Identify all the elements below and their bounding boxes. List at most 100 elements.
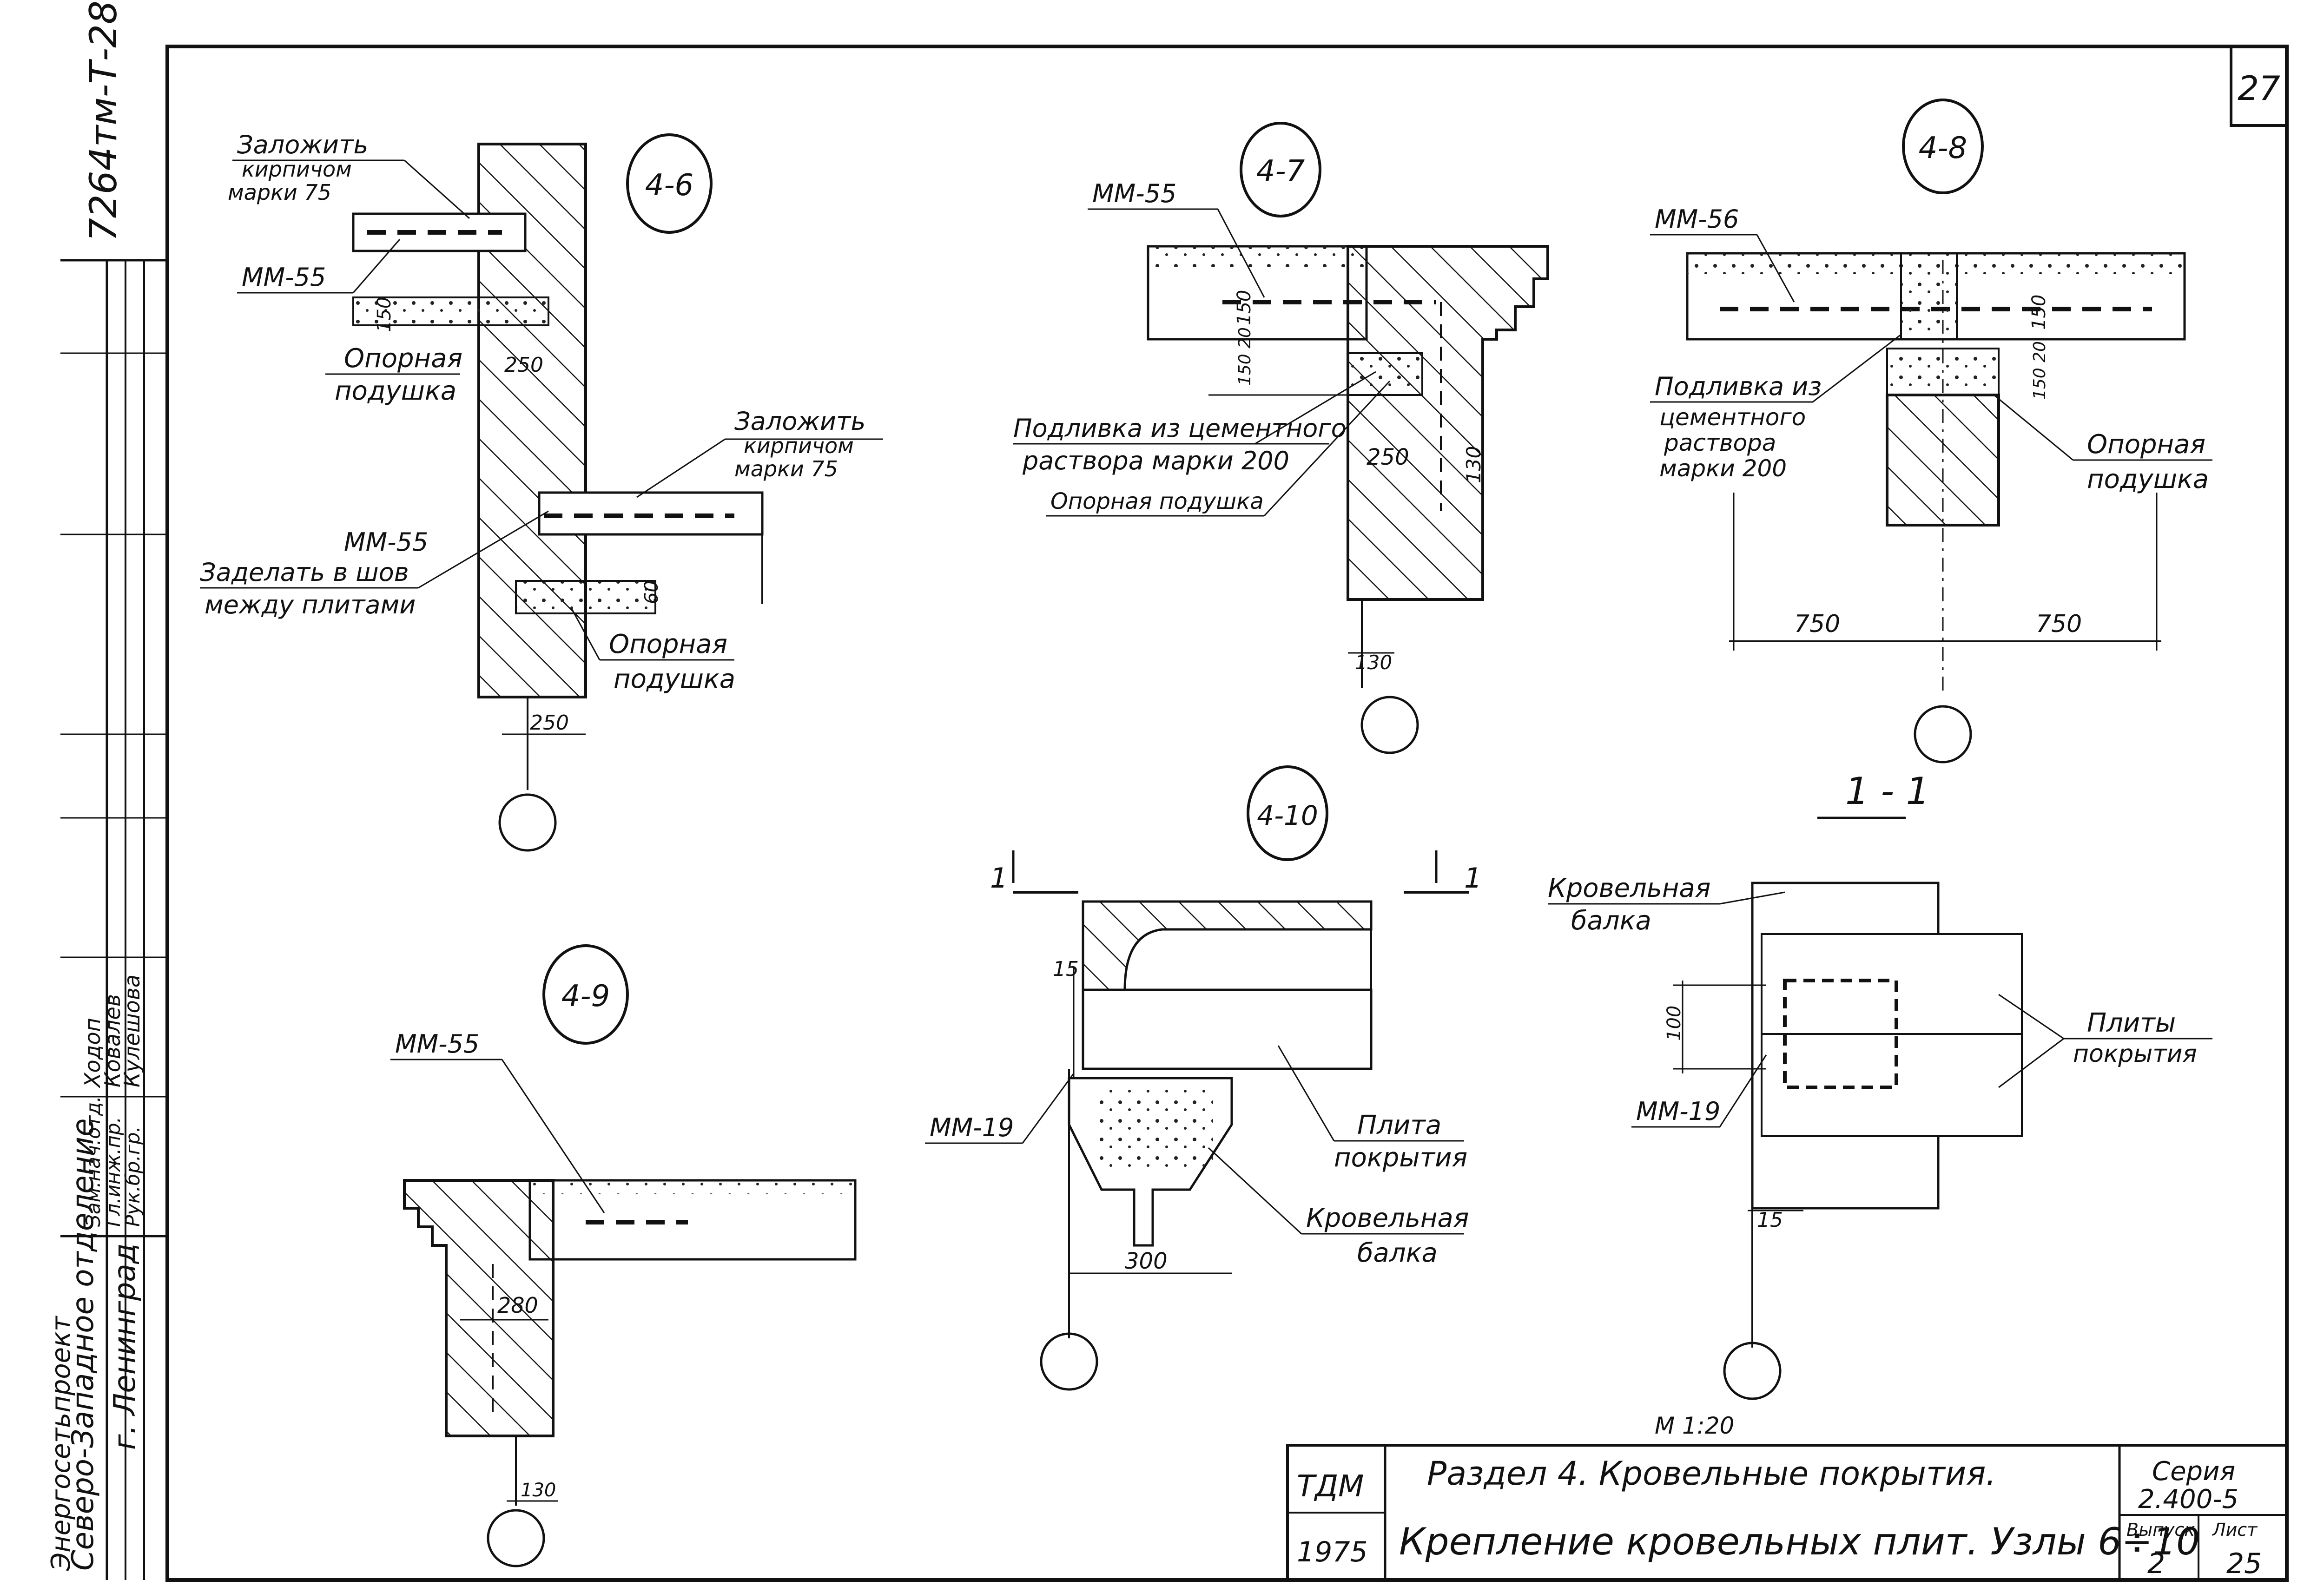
tb-org: ТДМ <box>1297 1469 1364 1504</box>
sheet-frame: 27 <box>165 45 2289 1582</box>
stamp-name-3: Кулешова <box>119 974 145 1087</box>
tb-sheet-value: 25 <box>2226 1547 2262 1580</box>
n46-top-label-1: Заложить <box>237 130 368 159</box>
node-4-6-id: 4-6 <box>645 168 694 203</box>
stamp-name-2: Ковалев <box>100 994 125 1087</box>
scale-label: M 1:20 <box>1655 1412 1734 1439</box>
n46-right-label-1: Заложить <box>734 407 865 436</box>
side-stamp: 7264тм-Т-28 Северо-Западное отделение г.… <box>46 0 167 1580</box>
n410-dim-300: 300 <box>1125 1248 1168 1274</box>
n48-grout-1: Подливка из <box>1655 372 1822 401</box>
n48-dim-150-20: 150 20 <box>2030 341 2049 400</box>
node-4-6-marker <box>626 133 713 234</box>
s11-slab-bottom <box>1761 1033 2023 1137</box>
stamp-role-3: Рук.бр.гр. <box>121 1126 144 1227</box>
n46-cushion-bottom-2: подушка <box>614 664 735 694</box>
n47-dim-150: 150 <box>1234 290 1255 325</box>
tb-line1: Раздел 4. Кровельные покрытия. <box>1427 1455 1996 1493</box>
n49-mm: ММ-55 <box>395 1029 479 1059</box>
tb-series-value: 2.400-5 <box>2138 1484 2238 1514</box>
node-4-8-id: 4-8 <box>1919 131 1967 165</box>
s11-mm: ММ-19 <box>1636 1097 1720 1126</box>
n46-right-label-3: марки 75 <box>734 456 838 481</box>
n49-dim-130: 130 <box>521 1480 556 1501</box>
n46-mm-top: ММ-55 <box>242 263 326 292</box>
n410-slab-1: Плита <box>1357 1110 1441 1140</box>
n47-dim-130-side: 130 <box>1462 446 1485 483</box>
n46-dim-250-bottom: 250 <box>530 711 569 735</box>
n46-cushion-bottom-1: Опорная <box>609 629 727 659</box>
page-number: 27 <box>2238 69 2280 108</box>
s11-id: 1 - 1 <box>1845 770 1930 813</box>
node-4-8: 4-8 750 750 150 150 20 ММ-56 Подливка из… <box>1650 99 2212 764</box>
n47-dim-150-20: 150 20 <box>1235 327 1254 386</box>
node-4-10-id: 4-10 <box>1257 800 1318 831</box>
n410-slab-2: покрытия <box>1334 1143 1467 1173</box>
node-4-7-marker <box>1240 122 1321 217</box>
n48-dim-right: 750 <box>2036 610 2082 638</box>
n410-mm: ММ-19 <box>930 1113 1014 1142</box>
tb-sheet-label: Лист <box>2212 1520 2258 1540</box>
n46-seam-2: между плитами <box>205 590 416 619</box>
section-1-1: 1 - 1 100 15 Кровельная балка Плиты покр… <box>1548 770 2212 1400</box>
title-block: M 1:20 ТДМ 1975 Раздел 4. Кровельные пок… <box>1286 1412 2288 1581</box>
stamp-role-1: Зам.нач.отд. <box>82 1096 105 1227</box>
node-4-7-id: 4-7 <box>1256 154 1305 189</box>
n48-dim-left: 750 <box>1794 610 1840 638</box>
n48-grout-3: раствора <box>1664 429 1776 456</box>
stamp-org-partial: Энергосетьпроект <box>46 1316 76 1571</box>
tb-line2: Крепление кровельных плит. Узлы 6÷10 <box>1399 1520 2200 1563</box>
stamp-org-line2: г. Ленинград <box>108 1243 142 1450</box>
s11-beam-2: балка <box>1571 906 1651 936</box>
n47-cushion: Опорная подушка <box>1050 488 1264 514</box>
n47-dim-130-bottom: 130 <box>1355 651 1392 674</box>
n46-top-label-3: марки 75 <box>228 180 331 205</box>
stamp-name-1: Ходоп <box>80 1018 105 1088</box>
n47-grout-2: раствора марки 200 <box>1022 446 1289 475</box>
n410-beam-2: балка <box>1357 1238 1438 1268</box>
s11-slabs-2: покрытия <box>2073 1040 2197 1068</box>
node-4-10-slab <box>1082 900 1373 991</box>
node-4-9-marker <box>542 944 629 1045</box>
tb-issue-value: 2 <box>2147 1547 2165 1580</box>
n48-grout-4: марки 200 <box>1659 455 1787 482</box>
doc-code: 7264тм-Т-28 <box>82 0 125 242</box>
s11-dim-100: 100 <box>1664 1006 1685 1041</box>
node-4-9-id: 4-9 <box>561 979 610 1014</box>
n46-dim-150: 150 <box>374 297 395 332</box>
n48-grout-2: цементного <box>1659 404 1806 431</box>
n47-grout-1: Подливка из цементного <box>1013 414 1347 443</box>
n46-cushion-top-1: Опорная <box>344 343 462 374</box>
n47-dim-250: 250 <box>1367 444 1409 470</box>
n48-cushion-2: подушка <box>2087 464 2209 494</box>
s11-slab-top <box>1761 933 2023 1035</box>
n48-cushion-1: Опорная <box>2087 429 2205 460</box>
n46-cushion-top-2: подушка <box>335 376 456 406</box>
n410-dim-15: 15 <box>1053 957 1079 981</box>
n47-mm: ММ-55 <box>1092 179 1176 208</box>
node-4-7: 4-7 ММ-55 150 150 20 Подливка из цементн… <box>1013 122 1549 754</box>
n410-cut-left: 1 <box>990 862 1008 895</box>
stamp-role-2: Гл.инж.пр. <box>102 1117 125 1227</box>
node-4-7-wall <box>1347 245 1549 601</box>
s11-dim-15: 15 <box>1757 1208 1783 1232</box>
n46-mm-mid: ММ-55 <box>344 527 428 557</box>
node-4-10-marker <box>1247 765 1328 861</box>
tb-year: 1975 <box>1297 1536 1368 1568</box>
s11-slabs-1: Плиты <box>2087 1008 2176 1038</box>
n48-mm: ММ-56 <box>1655 204 1739 234</box>
n410-cut-right: 1 <box>1464 862 1482 895</box>
tb-series-label: Серия <box>2152 1456 2235 1487</box>
node-4-9: 4-9 ММ-55 280 130 <box>390 944 857 1567</box>
n46-dim-60: 60 <box>641 580 662 604</box>
tb-issue-label: Выпуск <box>2126 1520 2195 1540</box>
s11-beam-1: Кровельная <box>1548 873 1710 903</box>
n46-dim-250-top: 250 <box>504 353 543 377</box>
n410-beam-1: Кровельная <box>1306 1203 1469 1233</box>
node-4-8-marker <box>1902 99 1984 194</box>
node-4-6: 4-6 Заложить кирпичом марки 75 ММ-55 150… <box>200 130 883 852</box>
node-4-10: 4-10 1 1 15 300 ММ-19 Плита покрытия Кро… <box>925 765 1482 1391</box>
n49-dim-280: 280 <box>497 1293 538 1318</box>
stamp-org-line1: Северо-Западное отделение <box>66 1119 100 1571</box>
